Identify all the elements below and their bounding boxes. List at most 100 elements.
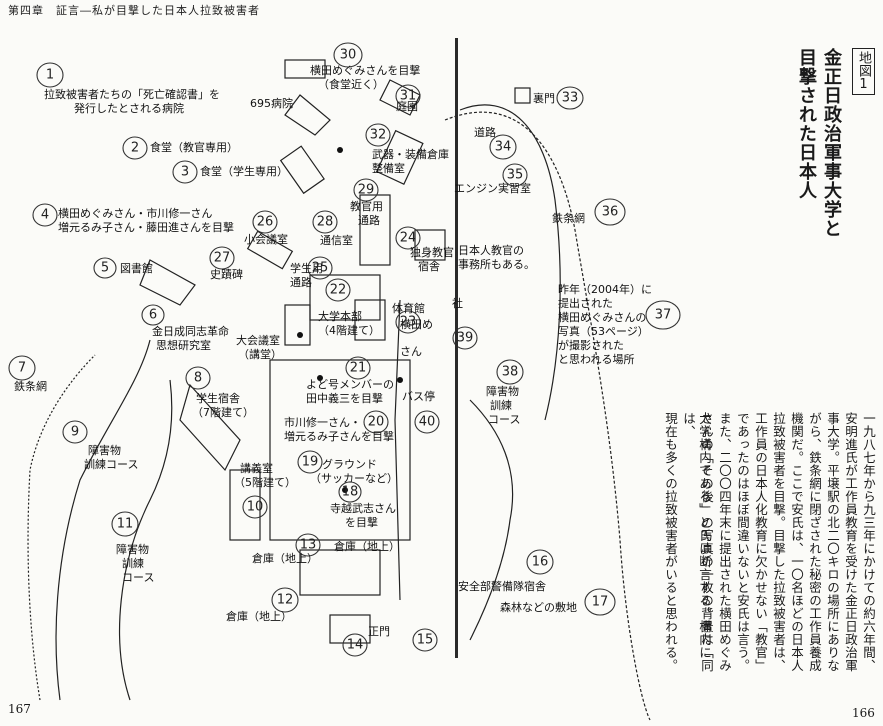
label-21a: よど号メンバーの <box>306 378 394 391</box>
label-34: 道路 <box>474 126 496 139</box>
circled-number-24: 24 <box>399 230 417 246</box>
circled-number-17: 17 <box>591 594 609 610</box>
body-line-3: 事大学。平壌駅の北二〇キロの場所にありな <box>825 412 840 672</box>
label-10a: 講義室 <box>240 462 273 475</box>
circled-number-32: 32 <box>369 127 387 143</box>
label-38a: 障害物 <box>486 385 519 398</box>
label-2: 食堂（教官専用） <box>150 141 238 154</box>
body-line-12: 現在も多くの拉致被害者がいると思われる。 <box>663 412 678 672</box>
circled-number-27: 27 <box>213 250 231 266</box>
label-6a: 金日成同志革命 <box>152 325 229 338</box>
officers-passage <box>359 194 391 266</box>
canteen-building <box>279 145 325 195</box>
page-number-left: 167 <box>8 702 31 716</box>
circled-number-4: 4 <box>40 207 50 223</box>
hall-building <box>284 304 311 346</box>
label-4a: 横田めぐみさん・市川修一さん <box>58 207 213 220</box>
label-21b: 田中義三を目撃 <box>306 392 383 405</box>
circled-number-38: 38 <box>501 364 519 380</box>
book-gutter <box>455 38 458 658</box>
fence-line-left <box>27 354 96 701</box>
body-line-11: 大学構内である」と氏は断言する。構内には、 <box>681 412 712 659</box>
label-16: 安全部警備隊宿舎 <box>458 580 546 593</box>
label-38b: 訓練 <box>490 399 512 412</box>
fence-line-right <box>444 111 651 721</box>
label-11c: コース <box>122 571 155 584</box>
label-37a: 昨年（2004年）に <box>558 283 652 296</box>
circled-number-10: 10 <box>246 499 264 515</box>
label-5: 図書館 <box>120 262 153 275</box>
label-22b: （4階建て） <box>318 324 380 337</box>
small-meeting-room <box>246 230 294 270</box>
body-line-1: 一九八七年から九三年にかけての約六年間、 <box>861 412 876 672</box>
label-40: バス停 <box>402 390 435 403</box>
road-line <box>459 104 561 421</box>
label-30a: 横田めぐみさんを目撃 <box>310 64 421 77</box>
circled-number-34: 34 <box>494 139 512 155</box>
circled-number-25: 25 <box>311 260 329 276</box>
label-3: 食堂（学生専用） <box>200 165 288 178</box>
circled-number-28: 28 <box>316 214 334 230</box>
student-dorm <box>179 383 241 472</box>
circled-number-33: 33 <box>561 90 579 106</box>
label-27: 史蹟碑 <box>210 268 243 281</box>
circled-number-31: 31 <box>399 88 417 104</box>
label-37f: と思われる場所 <box>558 353 635 366</box>
map-caption-title-2: 目撃された日本人 <box>796 48 817 200</box>
body-line-7: 工作員の日本人化教育に欠かせない「教官」 <box>753 412 768 672</box>
library-building <box>139 259 196 306</box>
lecture-building <box>229 469 261 541</box>
label-1b: 発行したとされる病院 <box>74 102 184 115</box>
label-24c: 日本人教官の <box>458 244 524 257</box>
label-4b: 増元るみ子さん・藤田進さんを目撃 <box>58 221 234 234</box>
hospital-building <box>284 59 326 79</box>
building-cluster-top <box>284 94 331 136</box>
label-11b: 訓練 <box>122 557 144 570</box>
page-number-right: 166 <box>852 706 875 720</box>
label-24d: 事務所もある。 <box>458 258 535 271</box>
circled-number-7: 7 <box>17 360 27 376</box>
label-29a: 教官用 <box>350 200 383 213</box>
label-37e: が撮影された <box>558 339 624 352</box>
label-conf-b: （講堂） <box>238 348 282 361</box>
witness-marker-terakoshi <box>342 487 348 493</box>
map-caption-title-1: 金正日政治軍事大学と <box>821 48 842 238</box>
label-35: エンジン実習室 <box>454 182 531 195</box>
body-line-2: 安明進氏が工作員教育を受けた金正日政治軍 <box>843 412 858 672</box>
label-14: 正門 <box>368 625 390 638</box>
circled-number-26: 26 <box>256 214 274 230</box>
label-695: 695病院 <box>250 97 293 110</box>
circled-number-22: 22 <box>329 282 347 298</box>
circled-number-8: 8 <box>193 370 203 386</box>
circled-number-15: 15 <box>416 632 434 648</box>
obstacle-course-outline <box>55 339 151 701</box>
label-conf-a: 大会議室 <box>236 334 280 347</box>
label-yokota: 横田め <box>400 318 433 331</box>
label-7: 鉄条網 <box>14 380 47 393</box>
back-gate <box>514 87 531 104</box>
circled-number-35: 35 <box>506 167 524 183</box>
label-37c: 横田めぐみさんの <box>558 311 647 324</box>
ground-field <box>269 359 411 541</box>
circled-number-18: 18 <box>341 484 359 500</box>
circled-number-39: 39 <box>456 330 474 346</box>
circled-number-11: 11 <box>116 516 134 532</box>
label-37d: 写真（53ページ） <box>558 325 649 338</box>
circled-number-29: 29 <box>357 182 375 198</box>
course-outline-2 <box>119 379 173 701</box>
circled-number-2: 2 <box>130 140 140 156</box>
label-31: 庭園 <box>396 100 418 113</box>
label-39: 社 <box>452 297 463 310</box>
label-37b: 提出された <box>558 297 613 310</box>
label-storage: 倉庫（地上） <box>334 540 400 553</box>
witness-marker-bus <box>397 377 403 383</box>
label-33: 裏門 <box>533 92 555 105</box>
garden-building <box>379 79 421 116</box>
bus-road <box>394 299 401 601</box>
circled-number-21: 21 <box>349 360 367 376</box>
body-line-10: さんの「その後」の写真の一枚の背景は「同 <box>699 412 714 672</box>
label-26: 小会議室 <box>244 233 288 246</box>
circled-number-6: 6 <box>148 307 158 323</box>
circled-number-30: 30 <box>339 47 357 63</box>
